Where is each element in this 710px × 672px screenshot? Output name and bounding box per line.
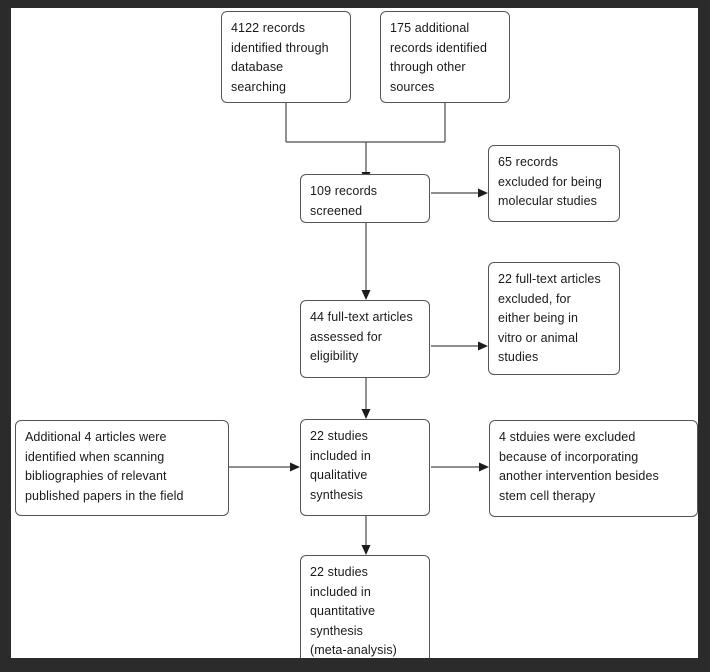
arrowhead-excluded-intervention: [479, 462, 489, 472]
node-excluded-invitro-animal: 22 full-text articles excluded, for eith…: [488, 262, 620, 375]
arrowhead-excluded-molecular: [478, 188, 488, 198]
node-qualitative-synthesis: 22 studies included in qualitative synth…: [300, 419, 430, 516]
node-fulltext-assessed: 44 full-text articles assessed for eligi…: [300, 300, 430, 378]
node-excluded-other-intervention: 4 stduies were excluded because of incor…: [489, 420, 698, 517]
arrowhead-excluded-invitro: [478, 341, 488, 351]
node-other-source-records: 175 additional records identified throug…: [380, 11, 510, 103]
arrowhead-to-quantitative: [361, 545, 371, 555]
arrowhead-to-fulltext: [361, 290, 371, 300]
node-database-records: 4122 records identified through database…: [221, 11, 351, 103]
node-quantitative-synthesis: 22 studies included in quantitative synt…: [300, 555, 430, 658]
arrowhead-to-qualitative: [361, 409, 371, 419]
node-records-screened: 109 records screened: [300, 174, 430, 223]
node-additional-bibliography: Additional 4 articles were identified wh…: [15, 420, 229, 516]
node-excluded-molecular: 65 records excluded for being molecular …: [488, 145, 620, 222]
arrowhead-qualitative-left: [290, 462, 300, 472]
diagram-canvas: 4122 records identified through database…: [11, 8, 698, 658]
